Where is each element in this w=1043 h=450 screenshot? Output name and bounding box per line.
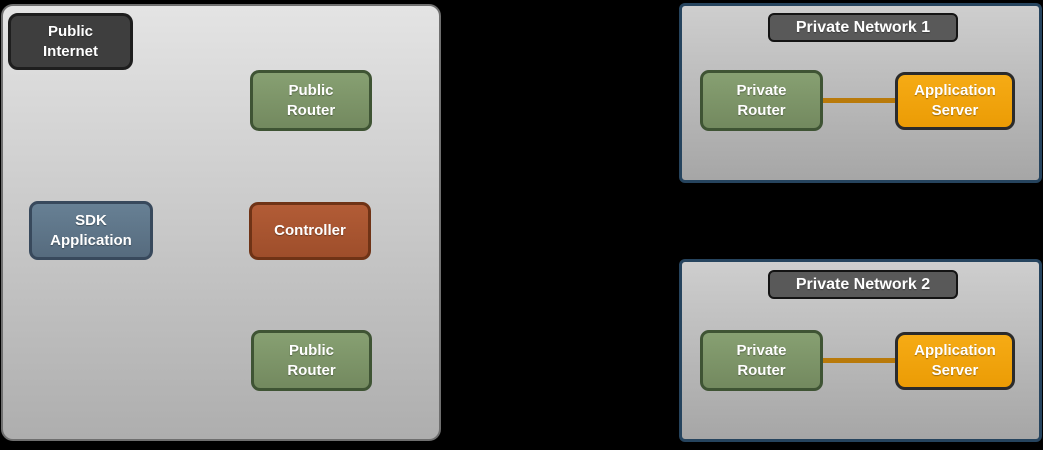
application-server-1-node: Application Server [895,72,1015,130]
public-router-top-node: Public Router [250,70,372,131]
public-internet-node: Public Internet [8,13,133,70]
private-network-1-title: Private Network 1 [768,13,958,42]
router-server-connector-line [821,358,897,363]
router-server-connector-line [821,98,897,103]
private-network-1-zone: Private Network 1 Private Router Applica… [679,3,1042,183]
private-network-2-zone: Private Network 2 Private Router Applica… [679,259,1042,442]
private-router-1-node: Private Router [700,70,823,131]
private-network-2-title: Private Network 2 [768,270,958,299]
sdk-application-node: SDK Application [29,201,153,260]
private-router-2-node: Private Router [700,330,823,391]
public-zone: Public Internet Public Router SDK Applic… [1,4,441,441]
application-server-2-node: Application Server [895,332,1015,390]
controller-node: Controller [249,202,371,260]
public-router-bottom-node: Public Router [251,330,372,391]
